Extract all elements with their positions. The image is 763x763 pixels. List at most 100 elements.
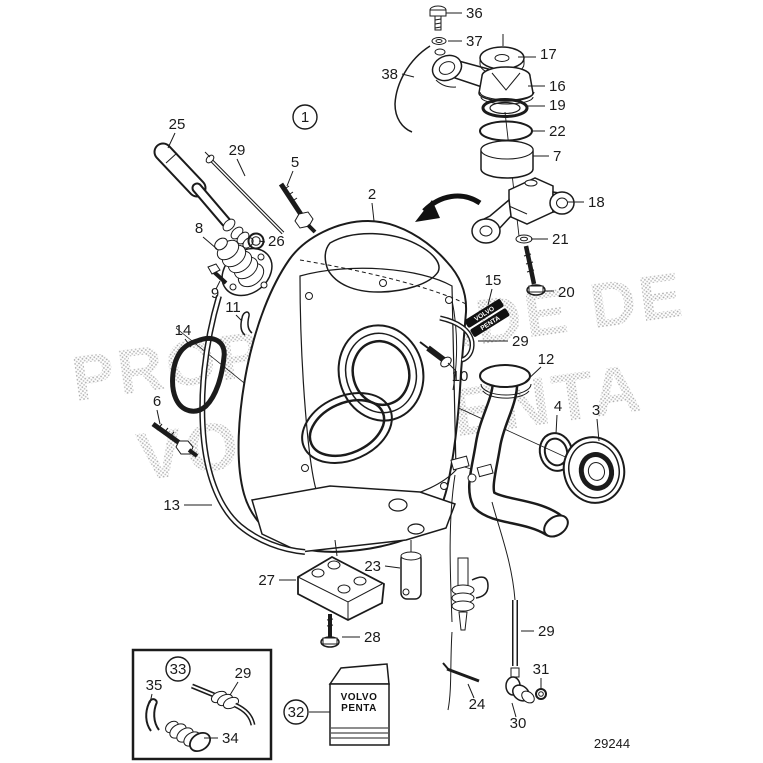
callout-label-16: 16 — [549, 78, 566, 95]
callout-label-33: 33 — [170, 661, 187, 678]
leader-line — [215, 280, 221, 290]
part-19-ring-inner — [489, 101, 521, 115]
leader-line — [401, 73, 415, 78]
part-9-bolt — [207, 263, 228, 285]
part-13-seal-strip — [199, 295, 306, 555]
leader-line — [236, 158, 246, 177]
part-3-bearing — [562, 436, 626, 504]
leader-line — [596, 418, 600, 442]
leader-line — [286, 170, 294, 187]
callout-label-34: 34 — [222, 730, 239, 747]
callout-label-9: 9 — [211, 285, 219, 302]
callout-label-29: 29 — [512, 333, 529, 350]
leader-line — [487, 288, 493, 306]
callout-circle — [165, 656, 191, 682]
callout-circle — [283, 699, 309, 725]
callout-label-28: 28 — [364, 629, 381, 646]
leader-line — [555, 414, 558, 435]
callout-label-11: 11 — [225, 299, 241, 316]
leader-line — [523, 366, 542, 384]
callout-label-27: 27 — [258, 572, 275, 589]
callout-label-5: 5 — [291, 154, 299, 171]
leader-line — [467, 683, 475, 699]
callout-circle — [292, 104, 318, 130]
drain-fitting — [451, 557, 489, 631]
callout-label-17: 17 — [540, 46, 557, 63]
right-parts — [419, 315, 626, 711]
part-12-exhaust-hose — [468, 364, 569, 538]
callout-label-23: 23 — [364, 558, 381, 575]
hose-clamps — [447, 455, 494, 711]
callout-label-30: 30 — [510, 715, 527, 732]
leader-line — [184, 338, 192, 348]
callout-label-8: 8 — [195, 220, 203, 237]
callout-label-31: 31 — [533, 661, 550, 678]
part-38-cable — [394, 45, 431, 133]
leader-line — [149, 693, 153, 704]
callout-label-22: 22 — [549, 123, 566, 140]
left-hardware — [151, 142, 317, 458]
part-18-engine-mount — [471, 177, 575, 244]
bottom-parts — [297, 539, 422, 648]
part-2-transom-shield — [237, 219, 468, 553]
callout-label-21: 21 — [552, 231, 569, 248]
part-35-fork-clip — [145, 698, 160, 732]
callout-label-38: 38 — [381, 66, 398, 83]
callout-label-24: 24 — [469, 696, 486, 713]
leader-line — [447, 362, 457, 372]
part-37-washer — [431, 37, 447, 56]
part-24-pin — [442, 662, 480, 683]
part-10-sensor — [419, 341, 452, 368]
callout-label-3: 3 — [592, 402, 600, 419]
part-36-bolt — [429, 5, 447, 31]
callout-label-2: 2 — [368, 186, 376, 203]
callout-label-37: 37 — [466, 33, 483, 50]
leader-line — [202, 236, 218, 250]
part-16-mount — [478, 66, 535, 105]
callout-label-29: 29 — [229, 142, 246, 159]
callout-label-35: 35 — [146, 677, 163, 694]
part-25-tube — [153, 142, 254, 249]
part-6-stud — [151, 421, 199, 458]
part-19-ring — [481, 98, 529, 118]
leader-line — [384, 565, 401, 569]
kit-box-line1: VOLVO — [341, 692, 378, 703]
leader-line — [156, 409, 161, 425]
top-mount-assembly — [394, 5, 575, 296]
part-30-connector — [505, 667, 535, 704]
callout-label-29: 29 — [538, 623, 555, 640]
callout-label-15: 15 — [485, 272, 502, 289]
callout-label-14: 14 — [175, 322, 192, 339]
leader-line — [258, 240, 266, 243]
part-23-anode-cylinder — [400, 540, 422, 600]
callout-label-20: 20 — [558, 284, 575, 301]
part-20-bolt — [523, 245, 546, 296]
rotate-arrow — [415, 193, 482, 222]
small-parts-box — [131, 648, 273, 761]
callout-label-32: 32 — [288, 704, 305, 721]
part-28-bolt — [320, 614, 340, 648]
callout-label-18: 18 — [588, 194, 605, 211]
callout-label-26: 26 — [268, 233, 285, 250]
part-14-gasket — [170, 335, 227, 414]
kit-box-line2: PENTA — [341, 703, 377, 714]
callout-label-6: 6 — [153, 393, 161, 410]
part-34-plug — [165, 720, 212, 752]
callout-label-29: 29 — [235, 665, 252, 682]
callout-label-1: 1 — [301, 109, 309, 126]
callout-label-12: 12 — [538, 351, 555, 368]
callout-label-4: 4 — [554, 398, 562, 415]
callout-layer: 3637171619227182120382529521268911146131… — [146, 5, 605, 747]
part-17-cap — [479, 46, 525, 76]
callout-label-10: 10 — [452, 368, 469, 385]
callout-label-19: 19 — [549, 97, 566, 114]
part-31-ring — [535, 688, 547, 700]
part-32-kit-box: VOLVO PENTA — [328, 663, 390, 746]
leader-line — [511, 702, 517, 718]
part-8-bearing-housing — [214, 237, 273, 297]
part-7-bushing — [480, 140, 534, 179]
drawing-number: 29244 — [594, 736, 630, 751]
part-29-tube-lower — [491, 501, 518, 666]
part-29-hose-kit — [191, 683, 256, 726]
